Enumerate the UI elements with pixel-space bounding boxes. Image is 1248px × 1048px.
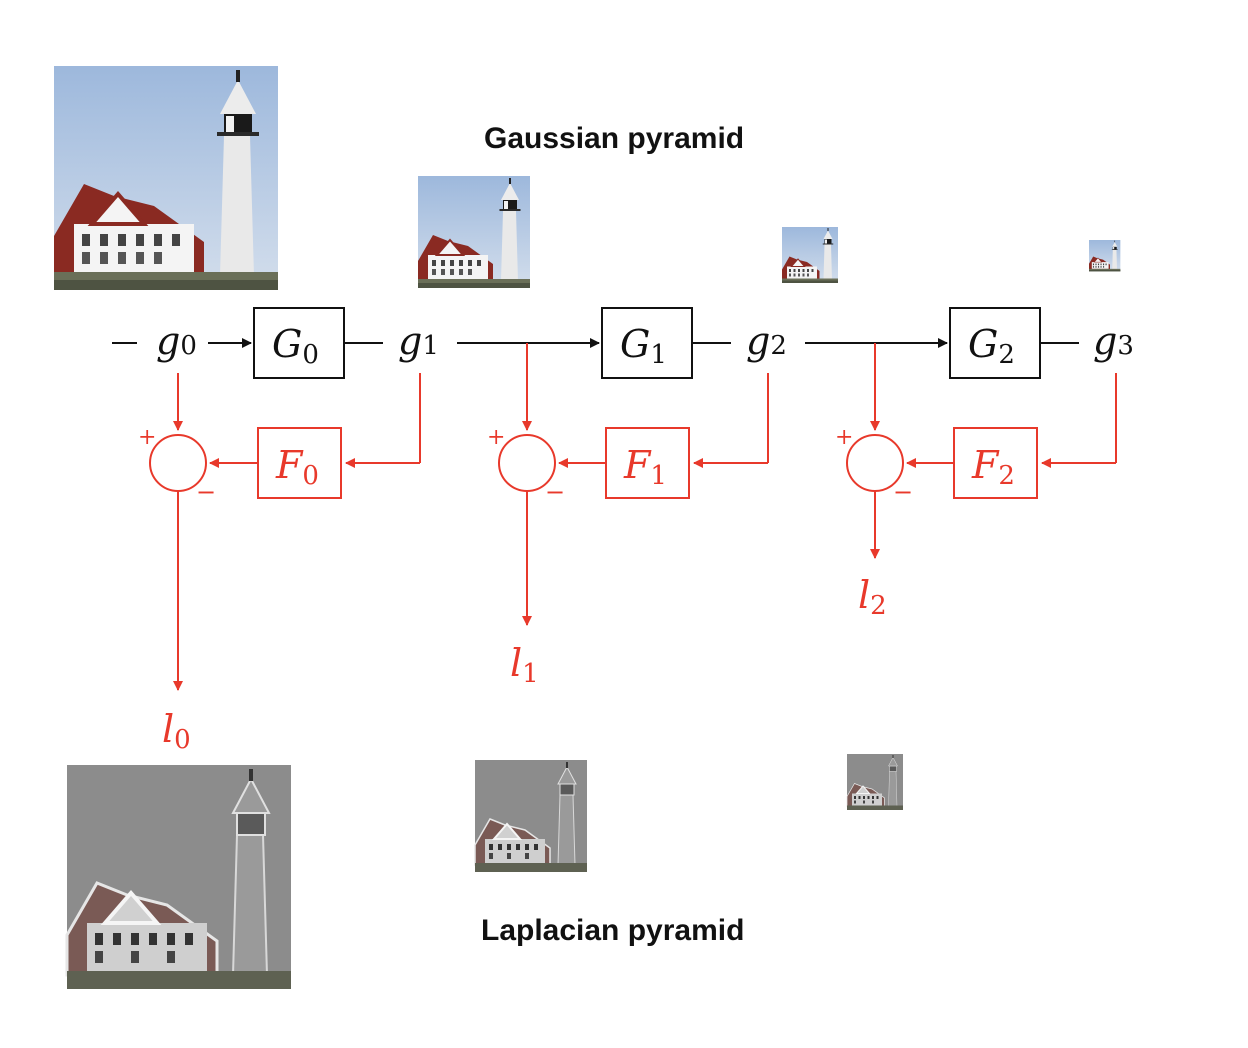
signal-g1: g1 [398, 319, 439, 363]
laplacian-pyramid-title: Laplacian pyramid [481, 914, 745, 947]
label-F0: F0 [275, 443, 319, 491]
label-G2: G2 [968, 322, 1015, 370]
output-l1: l1 [510, 641, 539, 689]
laplacian-stage-1 [498, 343, 769, 626]
plus-sign-0: + [138, 425, 156, 450]
image-g3 [1088, 239, 1121, 272]
laplacian-stage-2 [846, 343, 1117, 559]
image-l1 [474, 759, 588, 873]
label-F2: F2 [971, 443, 1015, 491]
output-l0: l0 [162, 707, 191, 755]
laplacian-stage-0 [149, 373, 421, 691]
minus-sign-0: − [196, 478, 216, 506]
output-l2: l2 [858, 573, 887, 621]
plus-sign-2: + [835, 425, 853, 450]
minus-sign-1: − [545, 478, 565, 506]
label-G1: G1 [620, 322, 667, 370]
plus-sign-1: + [487, 425, 505, 450]
minus-sign-2: − [893, 478, 913, 506]
block-G2 [949, 307, 1041, 379]
image-l2 [846, 753, 904, 811]
block-G1 [601, 307, 693, 379]
gaussian-pyramid-title: Gaussian pyramid [484, 122, 745, 155]
signal-g0: g0 [156, 319, 197, 363]
image-g0 [54, 66, 278, 290]
signal-g3: g3 [1093, 319, 1134, 363]
image-l0 [65, 765, 291, 989]
image-g1 [417, 175, 531, 289]
label-F1: F1 [623, 443, 667, 491]
block-G0 [253, 307, 345, 379]
label-G0: G0 [272, 322, 319, 370]
image-g2 [781, 226, 839, 284]
signal-g2: g2 [746, 319, 787, 363]
